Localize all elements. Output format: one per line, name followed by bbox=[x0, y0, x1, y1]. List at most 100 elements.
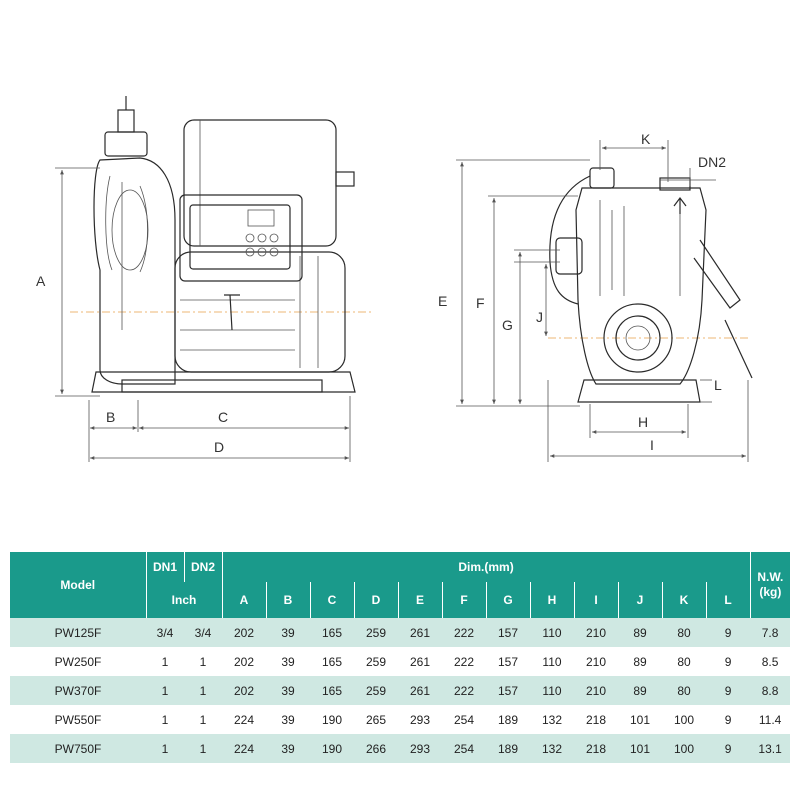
cell-model: PW125F bbox=[10, 618, 146, 647]
cell-k: 80 bbox=[662, 676, 706, 705]
header-dim-g: G bbox=[486, 582, 531, 618]
cell-h: 132 bbox=[530, 705, 574, 734]
cell-dn2: 3/4 bbox=[184, 618, 222, 647]
pump-dimension-drawing: A B C D bbox=[36, 96, 753, 462]
cell-e: 293 bbox=[398, 734, 442, 763]
dimension-label-j: J bbox=[536, 309, 543, 325]
cell-g: 157 bbox=[486, 647, 530, 676]
cell-a: 224 bbox=[222, 734, 266, 763]
cell-l: 9 bbox=[706, 618, 751, 647]
cell-i: 218 bbox=[574, 705, 618, 734]
header-dim-k: K bbox=[662, 582, 707, 618]
cell-e: 261 bbox=[398, 676, 442, 705]
side-view: A B C D bbox=[36, 96, 372, 462]
cell-j: 101 bbox=[618, 705, 662, 734]
cell-f: 254 bbox=[442, 734, 486, 763]
cell-i: 218 bbox=[574, 734, 618, 763]
dimension-label-f: F bbox=[476, 295, 485, 311]
cell-k: 100 bbox=[662, 705, 706, 734]
header-model: Model bbox=[10, 552, 147, 618]
cell-d: 259 bbox=[354, 647, 398, 676]
cell-d: 259 bbox=[354, 676, 398, 705]
cell-b: 39 bbox=[266, 618, 310, 647]
cell-nw: 8.5 bbox=[750, 647, 791, 676]
header-dim-i: I bbox=[574, 582, 619, 618]
cell-dn2: 1 bbox=[184, 647, 222, 676]
dimension-label-a: A bbox=[36, 273, 46, 289]
dimension-label-dn2: DN2 bbox=[698, 154, 726, 170]
cell-a: 202 bbox=[222, 676, 266, 705]
cell-c: 165 bbox=[310, 647, 354, 676]
cell-dn2: 1 bbox=[184, 734, 222, 763]
dimension-label-e: E bbox=[438, 293, 447, 309]
cell-l: 9 bbox=[706, 647, 751, 676]
dimension-label-c: C bbox=[218, 409, 228, 425]
header-inch: Inch bbox=[146, 582, 223, 618]
cell-model: PW750F bbox=[10, 734, 146, 763]
header-dim-e: E bbox=[398, 582, 443, 618]
cell-dn1: 1 bbox=[146, 734, 184, 763]
cell-c: 165 bbox=[310, 676, 354, 705]
dimension-label-b: B bbox=[106, 409, 115, 425]
dimension-label-h: H bbox=[638, 414, 648, 430]
cell-nw: 11.4 bbox=[750, 705, 791, 734]
cell-f: 254 bbox=[442, 705, 486, 734]
cell-i: 210 bbox=[574, 676, 618, 705]
cell-g: 189 bbox=[486, 734, 530, 763]
cell-h: 132 bbox=[530, 734, 574, 763]
cell-h: 110 bbox=[530, 647, 574, 676]
cell-a: 202 bbox=[222, 647, 266, 676]
cell-nw: 7.8 bbox=[750, 618, 791, 647]
header-dim-l: L bbox=[706, 582, 751, 618]
cell-g: 157 bbox=[486, 676, 530, 705]
header-dim-j: J bbox=[618, 582, 663, 618]
cell-dn1: 1 bbox=[146, 705, 184, 734]
cell-dn1: 1 bbox=[146, 647, 184, 676]
cell-model: PW250F bbox=[10, 647, 146, 676]
header-dn1: DN1 bbox=[146, 552, 185, 582]
cell-g: 157 bbox=[486, 618, 530, 647]
cell-l: 9 bbox=[706, 734, 751, 763]
cell-f: 222 bbox=[442, 618, 486, 647]
header-nw: N.W. (kg) bbox=[750, 552, 791, 618]
cell-h: 110 bbox=[530, 676, 574, 705]
dimension-label-d: D bbox=[214, 439, 224, 455]
cell-e: 261 bbox=[398, 647, 442, 676]
cell-j: 89 bbox=[618, 618, 662, 647]
spec-table: Model DN1 DN2 Dim.(mm) N.W. (kg) Inch A … bbox=[10, 552, 791, 763]
cell-e: 293 bbox=[398, 705, 442, 734]
cell-j: 89 bbox=[618, 676, 662, 705]
header-dim: Dim.(mm) bbox=[222, 552, 751, 582]
dimension-label-l: L bbox=[714, 377, 722, 393]
cell-c: 190 bbox=[310, 734, 354, 763]
cell-a: 224 bbox=[222, 705, 266, 734]
cell-k: 100 bbox=[662, 734, 706, 763]
cell-model: PW550F bbox=[10, 705, 146, 734]
cell-f: 222 bbox=[442, 647, 486, 676]
header-dim-d: D bbox=[354, 582, 399, 618]
cell-d: 259 bbox=[354, 618, 398, 647]
cell-nw: 13.1 bbox=[750, 734, 791, 763]
cell-i: 210 bbox=[574, 647, 618, 676]
cell-h: 110 bbox=[530, 618, 574, 647]
cell-g: 189 bbox=[486, 705, 530, 734]
header-dim-b: B bbox=[266, 582, 311, 618]
dimension-label-i: I bbox=[650, 437, 654, 453]
cell-j: 89 bbox=[618, 647, 662, 676]
dimension-label-k: K bbox=[641, 131, 651, 147]
cell-c: 165 bbox=[310, 618, 354, 647]
cell-b: 39 bbox=[266, 647, 310, 676]
cell-a: 202 bbox=[222, 618, 266, 647]
cell-dn2: 1 bbox=[184, 705, 222, 734]
cell-nw: 8.8 bbox=[750, 676, 791, 705]
header-dn2: DN2 bbox=[184, 552, 223, 582]
cell-c: 190 bbox=[310, 705, 354, 734]
cell-k: 80 bbox=[662, 618, 706, 647]
cell-f: 222 bbox=[442, 676, 486, 705]
header-dim-h: H bbox=[530, 582, 575, 618]
cell-j: 101 bbox=[618, 734, 662, 763]
